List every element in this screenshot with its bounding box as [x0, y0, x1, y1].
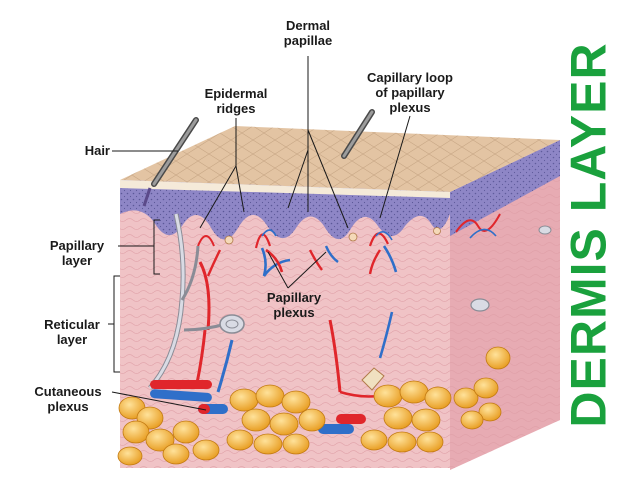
- label-papillary-layer: Papillary layer: [49, 238, 105, 268]
- label-dermal-papillae: Dermal papillae: [283, 18, 333, 48]
- fat-lobule-icon: [117, 346, 511, 466]
- papillary-plexus-vessels: [198, 245, 398, 331]
- leader-lines: [108, 56, 411, 411]
- label-capillary-loop: Capillary loop of papillary plexus: [367, 70, 453, 115]
- capillary-loops: [197, 227, 441, 249]
- page-title: DERMIS LAYER: [560, 34, 618, 436]
- label-cutaneous-plexus: Cutaneous plexus: [34, 384, 102, 414]
- hair-shaft-icon: [142, 109, 375, 207]
- nerve-icon: [148, 213, 245, 390]
- page-title-text: DERMIS LAYER: [561, 42, 617, 428]
- blood-vessel-icon: [150, 367, 385, 434]
- epidermis-front: [120, 180, 450, 240]
- label-hair: Hair: [84, 143, 110, 158]
- label-epidermal-ridges: Epidermal ridges: [204, 86, 268, 116]
- label-papillary-plexus: Papillary plexus: [266, 290, 322, 320]
- reticular-vessels: [194, 311, 394, 398]
- label-reticular-layer: Reticular layer: [44, 317, 100, 347]
